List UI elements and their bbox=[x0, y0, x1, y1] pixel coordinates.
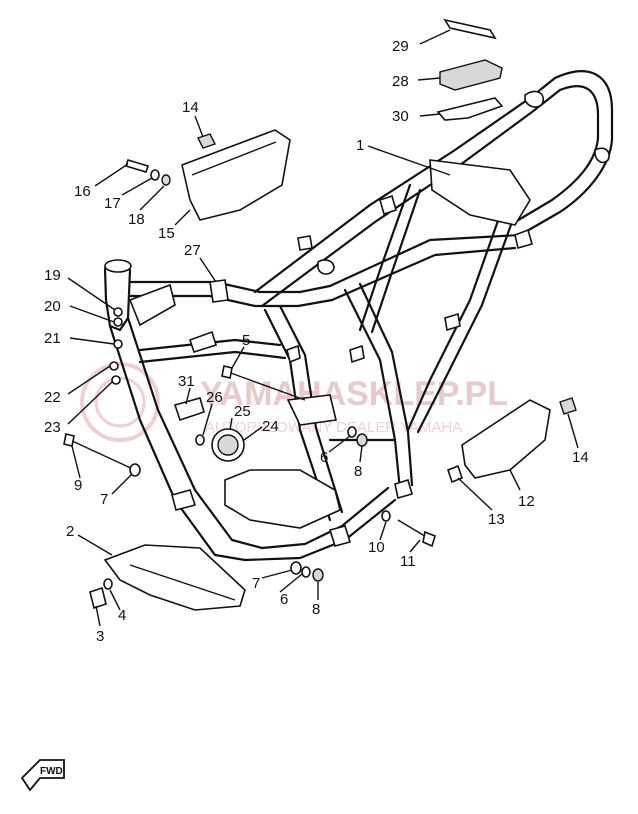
washer-4-part bbox=[103, 578, 113, 590]
callout-18: 18 bbox=[128, 211, 145, 228]
left-side-cover-part bbox=[181, 129, 291, 221]
bracket-31-part bbox=[173, 397, 205, 422]
nut-8a-part bbox=[356, 433, 368, 447]
bolt-3-part bbox=[89, 586, 107, 610]
callout-17: 17 bbox=[104, 195, 121, 212]
callout-9: 9 bbox=[74, 477, 82, 494]
grommet-right-part bbox=[559, 397, 577, 415]
collar-7b-part bbox=[290, 561, 302, 575]
parts bbox=[63, 18, 577, 611]
callout-27: 27 bbox=[184, 242, 201, 259]
callout-16: 16 bbox=[74, 183, 91, 200]
nut-8b-part bbox=[312, 568, 324, 582]
callout-25: 25 bbox=[234, 403, 251, 420]
callout-13: 13 bbox=[488, 511, 505, 528]
callout-2: 2 bbox=[66, 523, 74, 540]
leader-lines bbox=[67, 29, 579, 627]
callout-21: 21 bbox=[44, 330, 61, 347]
watermark-main-text: YAMAHASKLEP.PL bbox=[200, 375, 508, 413]
bolt-16-part bbox=[124, 159, 150, 173]
callout-26: 26 bbox=[206, 389, 223, 406]
callout-28: 28 bbox=[392, 73, 409, 90]
fwd-label: FWD bbox=[40, 766, 63, 777]
skid-plate-part bbox=[103, 544, 246, 611]
seat-bracket-part bbox=[436, 97, 504, 121]
seat-damper-part bbox=[439, 59, 503, 91]
callout-1: 1 bbox=[356, 137, 364, 154]
callout-8b: 8 bbox=[312, 601, 320, 618]
callout-6b: 6 bbox=[280, 591, 288, 608]
bolt-11-part bbox=[397, 519, 429, 539]
washer-17-part bbox=[150, 169, 160, 181]
nut-18-part bbox=[161, 174, 171, 186]
callout-31: 31 bbox=[178, 373, 195, 390]
washer-6a-part bbox=[347, 426, 357, 438]
collar-7a-part bbox=[129, 463, 141, 477]
callout-20: 20 bbox=[44, 298, 61, 315]
callout-8a: 8 bbox=[354, 463, 362, 480]
callout-6a: 6 bbox=[320, 449, 328, 466]
callout-12: 12 bbox=[518, 493, 535, 510]
washer-10-part bbox=[381, 510, 391, 522]
callout-3: 3 bbox=[96, 628, 104, 645]
callout-10: 10 bbox=[368, 539, 385, 556]
callout-7b: 7 bbox=[252, 575, 260, 592]
callout-29: 29 bbox=[392, 38, 409, 55]
callout-22: 22 bbox=[44, 389, 61, 406]
callout-24: 24 bbox=[262, 418, 279, 435]
callout-15: 15 bbox=[158, 225, 175, 242]
washer-6b-part bbox=[301, 566, 311, 578]
frame bbox=[103, 70, 614, 562]
callout-5: 5 bbox=[242, 332, 250, 349]
bolt-5-part bbox=[227, 371, 306, 401]
callout-19: 19 bbox=[44, 267, 61, 284]
callout-30: 30 bbox=[392, 108, 409, 125]
right-side-cover-part bbox=[461, 399, 551, 479]
band-27-part bbox=[209, 279, 229, 303]
grommet-top-part bbox=[197, 133, 216, 149]
callout-23: 23 bbox=[44, 419, 61, 436]
watermark-sub-text: AUTORYZOWANY DEALER YAMAHA bbox=[205, 419, 462, 436]
washer-26-part bbox=[195, 434, 205, 446]
bolt-9-part bbox=[69, 439, 136, 471]
part-19 bbox=[113, 307, 123, 317]
callout-14-top: 14 bbox=[182, 99, 199, 116]
callout-labels: 1 2 3 4 5 6 6 7 7 8 8 9 10 11 12 13 14 1… bbox=[44, 38, 589, 645]
callout-4: 4 bbox=[118, 607, 126, 624]
watermark: YAMAHASKLEP.PL AUTORYZOWANY DEALER YAMAH… bbox=[80, 362, 508, 442]
callout-7a: 7 bbox=[100, 491, 108, 508]
part-20 bbox=[113, 317, 123, 327]
seat-strap-part bbox=[443, 18, 497, 40]
part-22 bbox=[109, 361, 119, 371]
callout-11: 11 bbox=[400, 553, 416, 570]
part-21 bbox=[113, 339, 123, 349]
watermark-logo-icon bbox=[80, 362, 160, 442]
callout-14-right: 14 bbox=[572, 449, 589, 466]
part-23 bbox=[111, 375, 121, 385]
fwd-arrow-icon: FWD bbox=[20, 759, 65, 792]
